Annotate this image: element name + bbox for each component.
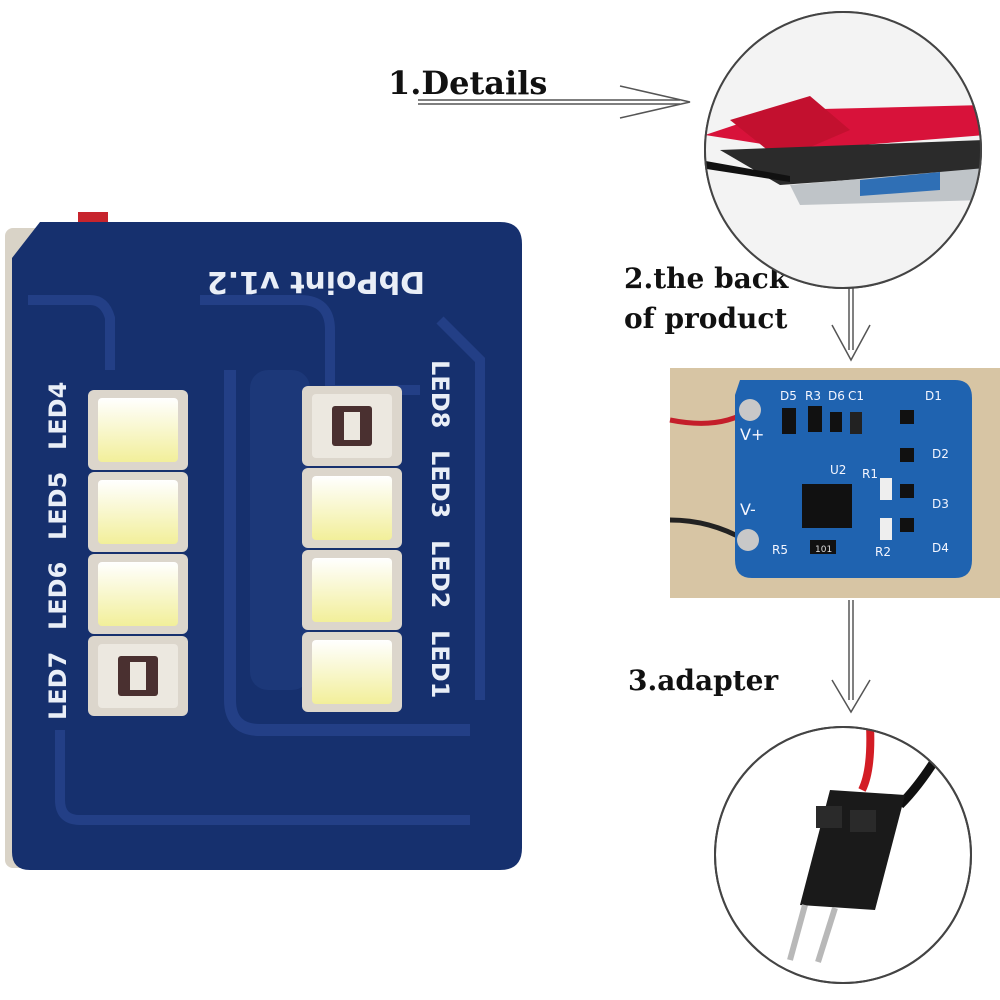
- svg-text:R3: R3: [805, 389, 821, 403]
- pcb-front: DbPoint v1.2 LED7 LED6 LED5 LED4 LED8 LE…: [5, 212, 522, 870]
- arrow-down-2: [831, 600, 871, 714]
- svg-text:LED4: LED4: [44, 382, 72, 450]
- svg-text:D1: D1: [925, 389, 942, 403]
- board-title-text: DbPoint v1.2: [207, 264, 425, 299]
- svg-text:U2: U2: [830, 463, 846, 477]
- svg-text:D6: D6: [828, 389, 845, 403]
- svg-text:LED3: LED3: [426, 450, 454, 518]
- back-caption-line2: of product: [624, 302, 788, 335]
- details-caption: 1.Details: [388, 64, 548, 102]
- svg-text:D2: D2: [932, 447, 949, 461]
- svg-text:D4: D4: [932, 541, 949, 555]
- svg-text:V-: V-: [740, 500, 756, 519]
- led-left-column: [88, 390, 188, 716]
- back-caption-line1: 2.the back: [624, 262, 789, 295]
- led-right-column: [302, 386, 402, 712]
- adapter-caption: 3.adapter: [628, 664, 779, 697]
- left-led-labels: LED7 LED6 LED5 LED4: [44, 382, 72, 720]
- details-photo: [704, 11, 982, 289]
- svg-text:LED8: LED8: [426, 360, 454, 428]
- svg-text:R5: R5: [772, 543, 788, 557]
- back-photo: V+ V- D5 R3 D6 C1 D1 D2 D3 D4 U2 R1 R2 R…: [669, 368, 1000, 598]
- right-led-labels: LED8 LED3 LED2 LED1: [426, 360, 454, 698]
- svg-text:LED1: LED1: [426, 630, 454, 698]
- adapter-photo: [714, 726, 972, 984]
- svg-text:R1: R1: [862, 467, 878, 481]
- svg-text:R2: R2: [875, 545, 891, 559]
- svg-text:LED2: LED2: [426, 540, 454, 608]
- svg-text:101: 101: [815, 545, 832, 555]
- svg-text:D5: D5: [780, 389, 797, 403]
- svg-text:V+: V+: [740, 425, 764, 444]
- arrow-to-details: [418, 85, 691, 119]
- svg-text:LED6: LED6: [44, 562, 72, 630]
- svg-text:D3: D3: [932, 497, 949, 511]
- svg-text:LED7: LED7: [44, 652, 72, 720]
- svg-text:LED5: LED5: [44, 472, 72, 540]
- svg-text:C1: C1: [848, 389, 864, 403]
